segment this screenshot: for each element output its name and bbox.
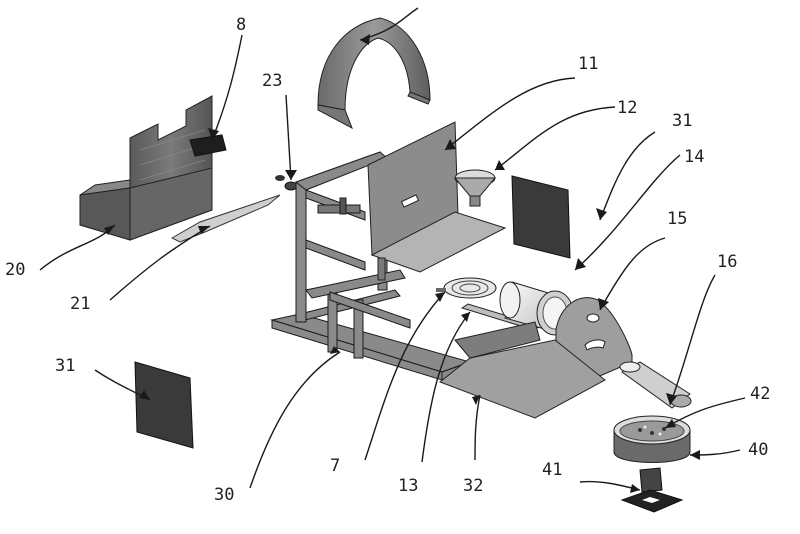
part-41-stand — [620, 467, 684, 513]
label-30: 30 — [214, 485, 235, 505]
part-16-chute — [619, 361, 692, 409]
label-11: 11 — [578, 54, 599, 74]
label-13: 13 — [398, 476, 419, 496]
label-15: 15 — [667, 209, 688, 229]
label-40: 40 — [748, 440, 769, 460]
part-31-panel-right — [511, 175, 571, 259]
label-41: 41 — [542, 460, 563, 480]
part-14-drum — [499, 281, 574, 336]
label-21: 21 — [70, 294, 91, 314]
shelf-plate — [370, 211, 507, 273]
arch-cover — [317, 17, 431, 130]
part-32-base — [439, 339, 606, 419]
part-23-knobs — [275, 175, 298, 191]
part-31-panel-left — [134, 361, 194, 449]
part-7-grill — [436, 277, 497, 299]
part-21-plate — [170, 194, 281, 243]
label-23: 23 — [262, 71, 283, 91]
part-12-funnel — [453, 169, 497, 207]
label-31-left: 31 — [55, 356, 76, 376]
label-14: 14 — [684, 147, 705, 167]
label-31-top: 31 — [672, 111, 693, 131]
label-12: 12 — [617, 98, 638, 118]
label-16: 16 — [717, 252, 738, 272]
label-32: 32 — [463, 476, 484, 496]
leader-arrows — [104, 34, 700, 493]
label-42: 42 — [750, 384, 771, 404]
label-7: 7 — [330, 456, 341, 476]
label-8: 8 — [236, 15, 247, 35]
label-20: 20 — [5, 260, 26, 280]
part-20-box — [79, 95, 213, 241]
part-40-bowl — [613, 415, 691, 463]
part-30-frame — [270, 151, 472, 381]
